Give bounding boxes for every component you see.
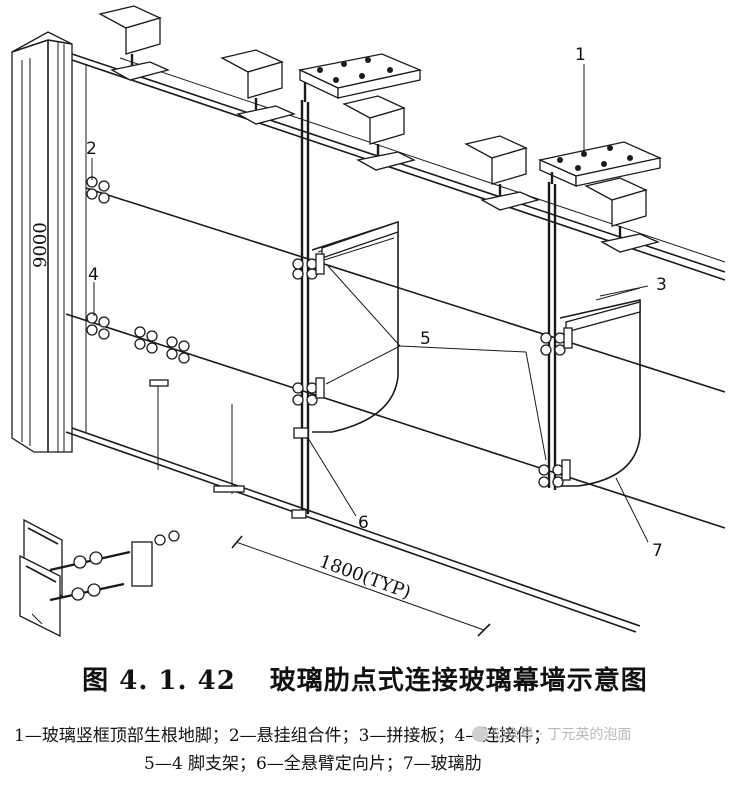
connector [86,312,110,340]
wechat-icon [472,726,488,742]
four-leg-supports [292,253,573,488]
left-column [11,31,73,453]
figure-number: 图 4. 1. 42 [82,666,236,696]
detail-inset [19,518,180,638]
legend: 1—玻璃竖框顶部生根地脚；2—悬挂组合件；3—拼接板；4—连接件； 5—4 脚支… [14,722,724,778]
figure-title: 玻璃肋点式连接玻璃幕墙示意图 [269,666,648,696]
support [292,377,325,406]
watermark: 公众号 · 丁元英的泡面 [472,724,631,744]
leader-lines [91,64,649,543]
callout-4: 4 [88,265,99,285]
curtain-wall-diagram: 1800(TYP) 9000 1 2 3 4 5 6 7 [11,5,726,638]
figure-caption: 图 4. 1. 42 玻璃肋点式连接玻璃幕墙示意图 [0,660,730,697]
splice-plates [321,221,641,333]
anchor-bracket [98,5,170,81]
cantilever-pieces [291,427,309,519]
connectors [86,176,190,364]
support [540,327,573,356]
callout-7: 7 [652,541,663,561]
height-dimension-label: 9000 [30,222,51,268]
glass-panels [65,64,726,633]
base-plate [297,53,423,102]
watermark-text: 公众号 · 丁元英的泡面 [492,727,632,743]
root-base-plates [297,53,663,188]
base-plate [537,141,663,188]
callout-3: 3 [656,275,667,295]
support [538,459,571,488]
span-dimension: 1800(TYP) [231,535,491,637]
top-anchor-brackets [98,5,660,253]
anchor-bracket [584,177,660,253]
anchor-bracket [464,135,540,211]
connector [166,336,190,364]
legend-line-2: 5—4 脚支架；6—全悬臂定向片；7—玻璃肋 [144,754,482,774]
callout-6: 6 [358,513,369,533]
anchor-bracket [342,95,416,171]
connector [134,326,158,354]
callout-1: 1 [575,45,586,65]
callout-2: 2 [86,139,97,159]
callout-5: 5 [420,329,431,349]
legend-line-1: 1—玻璃竖框顶部生根地脚；2—悬挂组合件；3—拼接板；4—连接件； [14,726,551,746]
span-dimension-label: 1800(TYP) [316,551,413,604]
anchor-bracket [220,49,296,125]
connector [86,176,110,204]
support [292,253,325,280]
